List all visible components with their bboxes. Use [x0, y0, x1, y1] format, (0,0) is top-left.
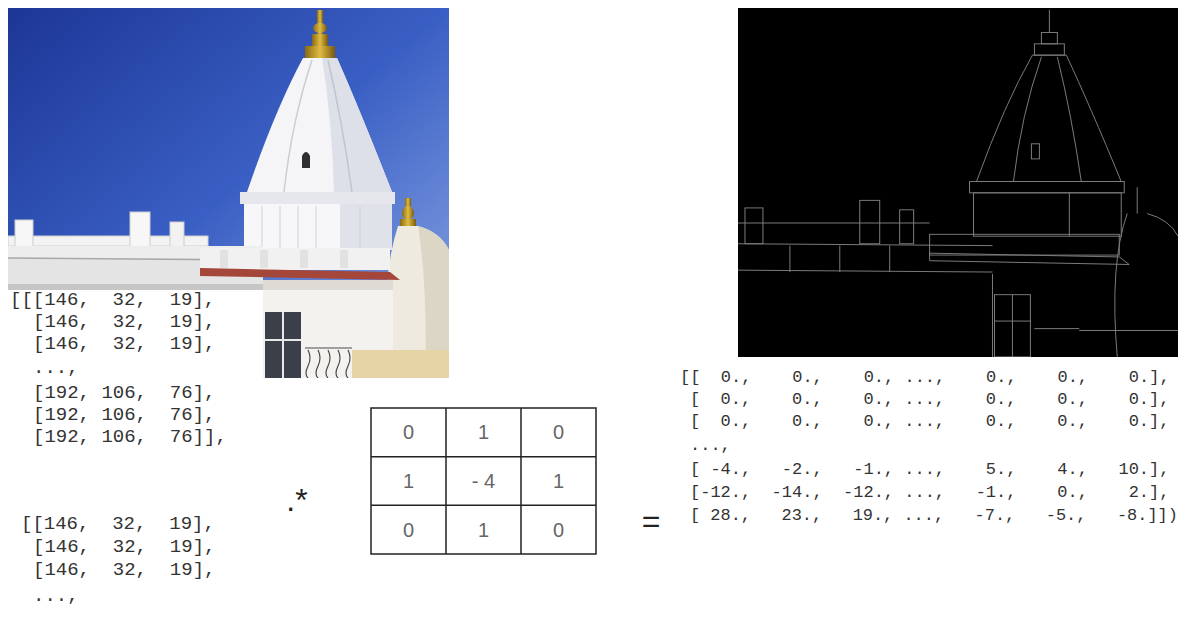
kernel-cell: 0 — [403, 420, 414, 444]
kernel-cell: 1 — [478, 420, 489, 444]
kernel-grid — [520, 408, 522, 554]
kernel-cell: 0 — [403, 518, 414, 542]
temple-photo — [240, 192, 395, 204]
temple-photo — [346, 350, 350, 378]
input-matrix-row: [[146, 32, 19], — [21, 513, 215, 536]
input-matrix-row: ..., — [33, 585, 79, 608]
output-matrix-row: ..., — [690, 436, 731, 456]
temple-photo — [313, 23, 327, 33]
kernel-grid — [445, 408, 447, 554]
temple-photo — [340, 204, 392, 250]
temple-photo — [280, 206, 281, 248]
kernel-cell: 1 — [553, 469, 564, 493]
temple-photo — [8, 8, 449, 378]
edge-image — [738, 10, 1178, 357]
kernel-cell: - 4 — [472, 469, 495, 493]
temple-photo — [302, 152, 310, 168]
temple-photo — [326, 350, 330, 378]
temple-photo — [247, 58, 392, 192]
output-matrix-row: [ -4., -2., -1., ..., 5., 4., 10.], — [690, 460, 1169, 480]
temple-photo — [305, 348, 352, 378]
input-matrix-row: ..., — [33, 357, 79, 380]
temple-photo — [8, 8, 449, 378]
temple-photo — [263, 280, 393, 290]
temple-photo — [282, 312, 284, 378]
temple-photo — [260, 250, 268, 268]
temple-photo — [265, 339, 301, 341]
temple-photo — [316, 350, 320, 378]
temple-photo — [402, 206, 414, 220]
kernel-cell: 0 — [553, 518, 564, 542]
input-matrix-row: [146, 32, 19], — [33, 311, 215, 334]
temple-photo — [328, 60, 352, 192]
output-matrix-row: [[ 0., 0., 0., ..., 0., 0., 0.], — [680, 368, 1170, 388]
temple-photo — [400, 219, 416, 226]
equals-sign: = — [642, 502, 661, 540]
temple-photo — [244, 204, 392, 250]
temple-photo — [352, 350, 449, 378]
input-matrix-row: [146, 32, 19], — [33, 559, 215, 582]
temple-photo — [316, 206, 317, 248]
operator-symbol: .* — [286, 481, 307, 519]
input-matrix-row: [[[146, 32, 19], — [10, 289, 215, 312]
input-matrix-row: [146, 32, 19], — [33, 536, 215, 559]
edge-image — [738, 8, 1178, 357]
temple-photo — [265, 312, 301, 378]
input-matrix-row: [192, 106, 76]], — [33, 426, 227, 449]
temple-photo — [265, 312, 301, 378]
edge-image — [738, 8, 1178, 357]
temple-photo — [298, 206, 299, 248]
temple-photo — [300, 250, 308, 268]
input-matrix-row: [192, 106, 76], — [33, 404, 215, 427]
temple-photo — [306, 350, 310, 378]
output-matrix-row: [ 28., 23., 19., ..., -7., -5., -8.]]) — [690, 506, 1178, 526]
temple-photo — [262, 206, 263, 248]
kernel-cell: 1 — [478, 518, 489, 542]
kernel-grid — [371, 408, 596, 554]
temple-photo — [336, 350, 340, 378]
edge-image — [738, 10, 1178, 357]
temple-photo — [220, 250, 228, 268]
temple-photo — [312, 34, 328, 46]
temple-photo — [200, 268, 400, 280]
temple-photo — [305, 347, 352, 348]
kernel-grid — [371, 408, 596, 554]
input-matrix-row: [146, 32, 19], — [33, 333, 215, 356]
temple-photo — [340, 250, 348, 268]
temple-photo — [322, 58, 392, 192]
kernel-grid — [371, 456, 596, 458]
temple-photo — [360, 206, 361, 248]
output-matrix-row: [-12., -14., -12., ..., -1., 0., 2.], — [690, 483, 1169, 503]
output-matrix-row: [ 0., 0., 0., ..., 0., 0., 0.], — [690, 390, 1169, 410]
temple-photo — [200, 248, 390, 270]
output-matrix-row: [ 0., 0., 0., ..., 0., 0., 0.], — [690, 412, 1169, 432]
input-matrix-row: [192, 106, 76], — [33, 382, 215, 405]
temple-photo — [220, 250, 348, 268]
kernel-grid — [371, 505, 596, 507]
kernel-cell: 1 — [403, 469, 414, 493]
temple-photo — [262, 206, 360, 248]
temple-photo — [305, 46, 335, 58]
kernel-cell: 0 — [553, 420, 564, 444]
temple-photo — [284, 60, 312, 192]
